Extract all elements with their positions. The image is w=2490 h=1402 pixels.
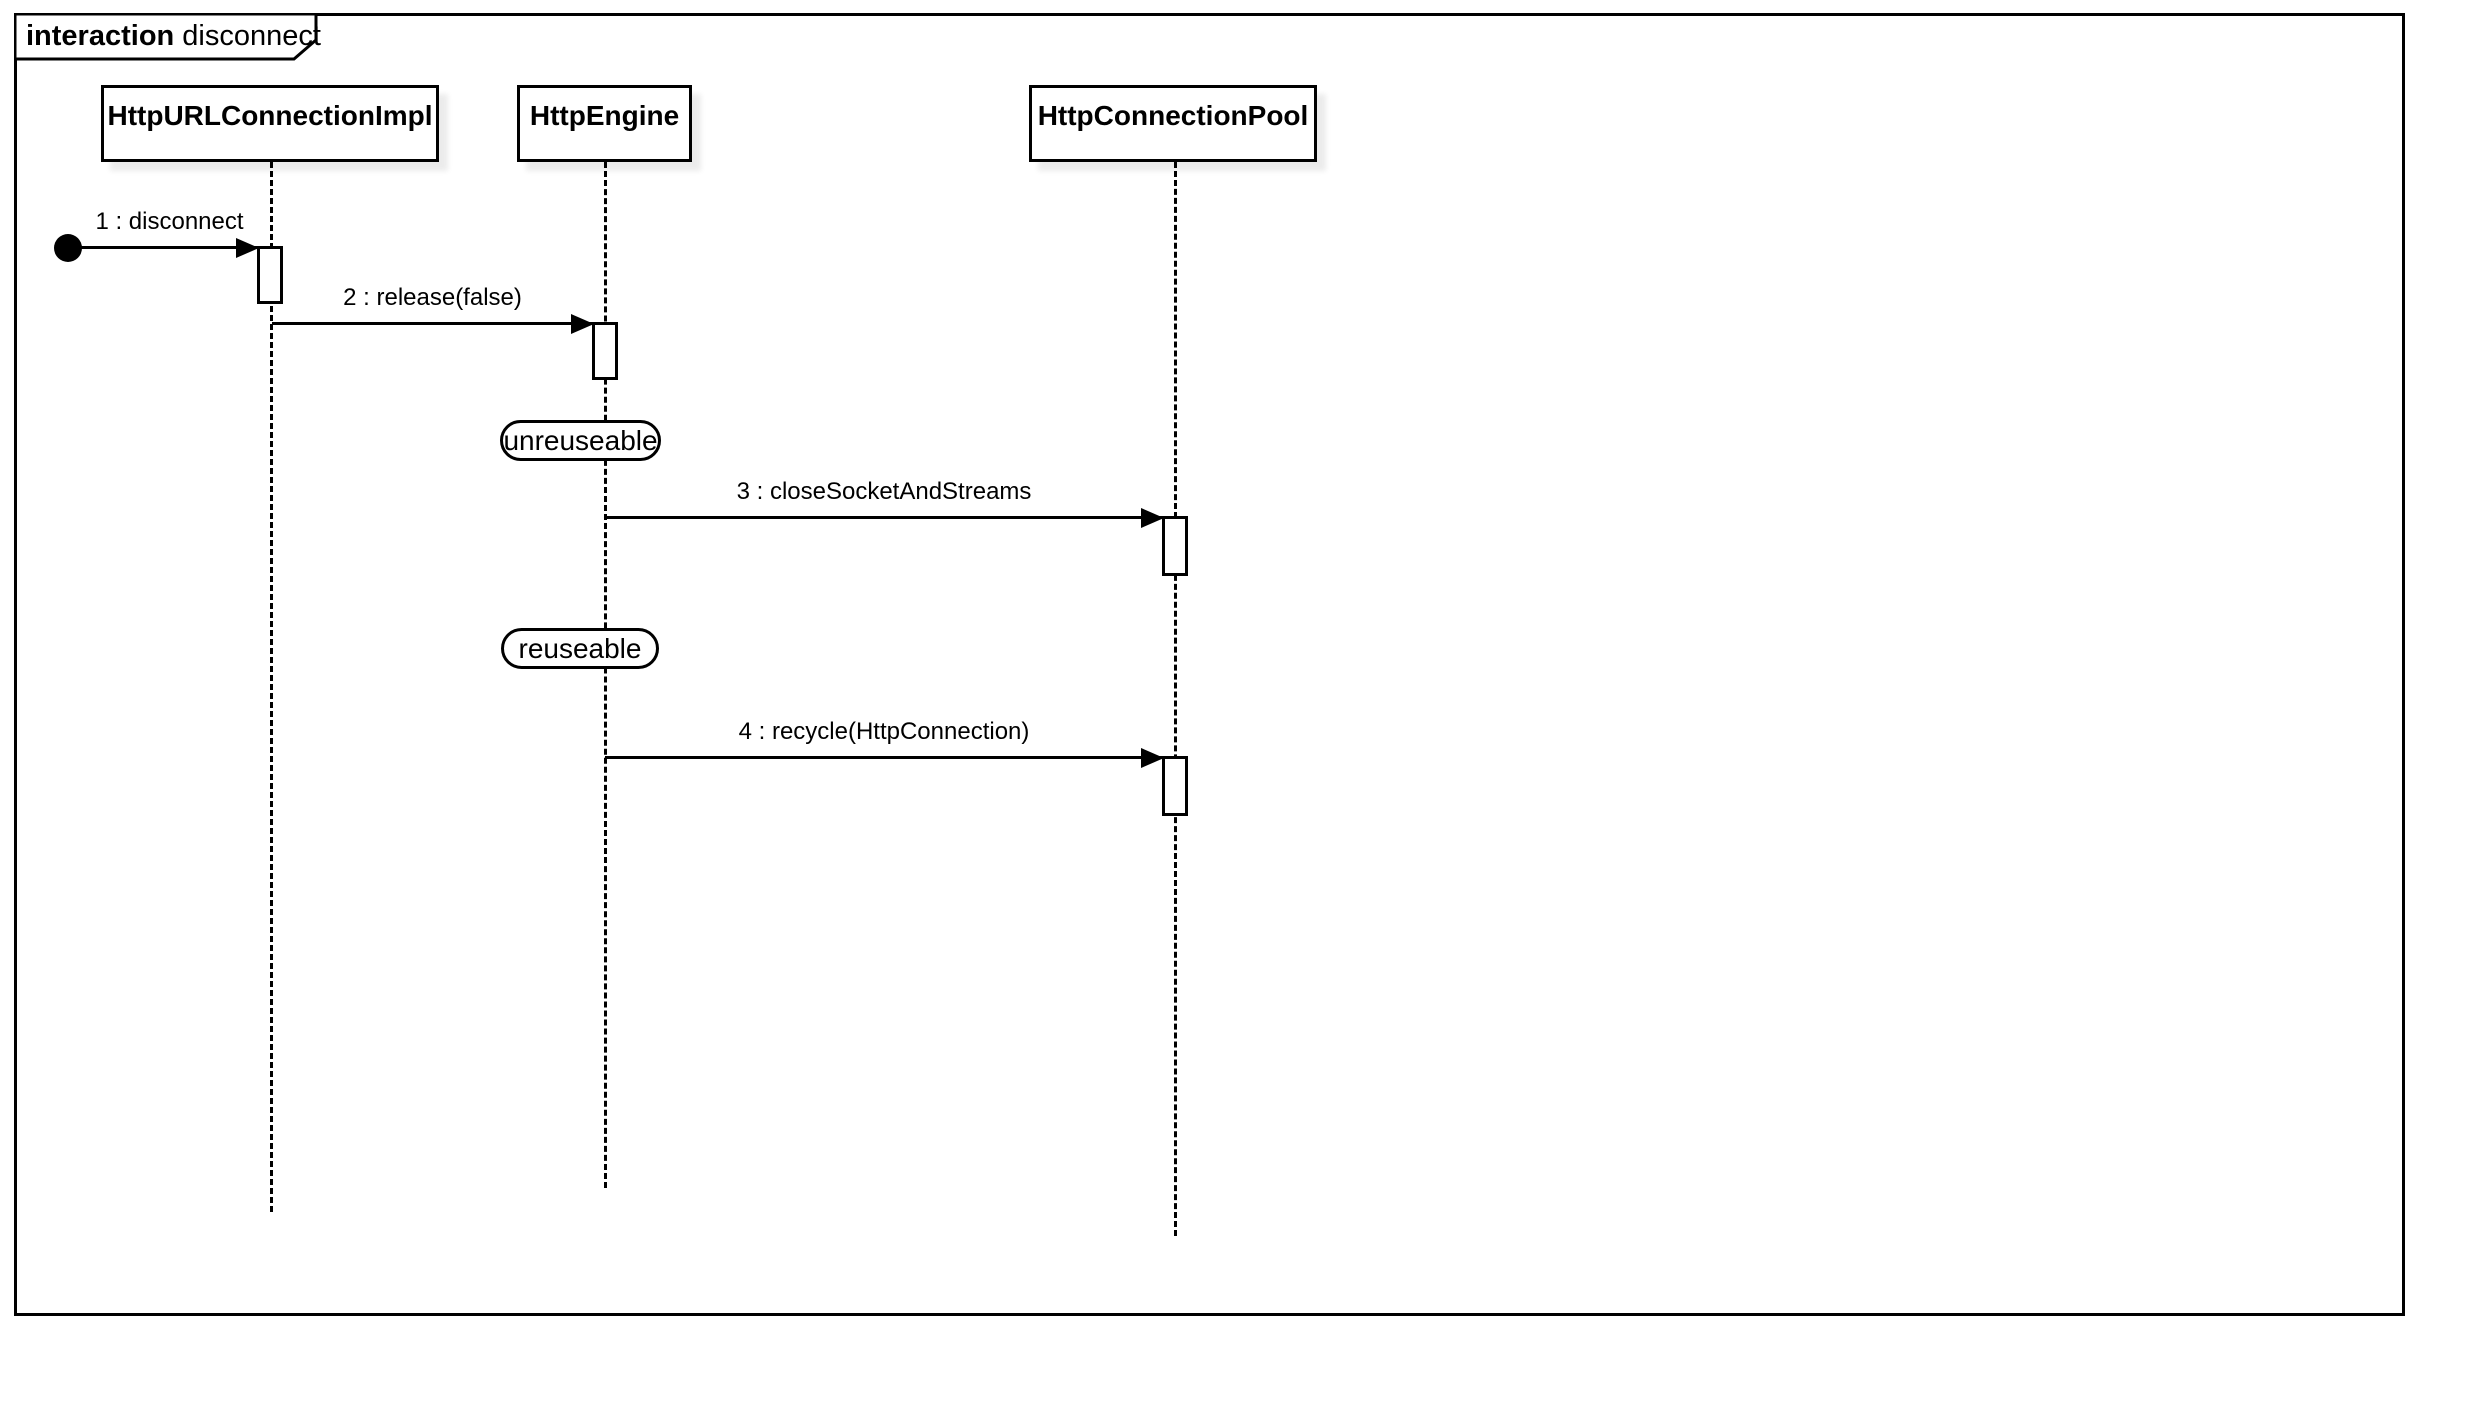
frame-title-tab-shape — [15, 14, 318, 61]
message-label: 3 : closeSocketAndStreams — [736, 478, 1032, 505]
lifeline-name: HttpConnectionPool — [1037, 100, 1309, 131]
activation-bar — [1162, 756, 1188, 816]
initial-node-icon — [54, 234, 82, 262]
message-4-recycle: 4 : recycle(HttpConnection) — [605, 713, 1164, 768]
arrowhead-icon — [1141, 748, 1164, 768]
message-line — [605, 756, 1163, 759]
message-2-release: 2 : release(false) — [272, 279, 594, 334]
lifeline-http-engine — [604, 162, 607, 1188]
state-label-text: unreuseable — [503, 424, 658, 456]
message-3-close-socket-and-streams: 3 : closeSocketAndStreams — [605, 473, 1164, 528]
message-label: 2 : release(false) — [343, 284, 522, 311]
message-label: 4 : recycle(HttpConnection) — [738, 718, 1030, 745]
state-label-unreuseable: unreuseable — [500, 420, 661, 461]
message-label: 1 : disconnect — [95, 208, 244, 235]
activation-bar — [592, 322, 618, 380]
lifeline-name: HttpURLConnectionImpl — [107, 100, 433, 131]
frame-title: interaction disconnect — [26, 15, 321, 57]
lifeline-head-http-engine: HttpEngine — [517, 85, 692, 162]
activation-bar — [1162, 516, 1188, 576]
lifeline-head-http-url-connection-impl: HttpURLConnectionImpl — [101, 85, 439, 162]
frame-keyword: interaction — [26, 19, 175, 52]
arrowhead-icon — [571, 314, 594, 334]
activation-bar — [257, 246, 283, 304]
state-label-text: reuseable — [518, 632, 642, 664]
interaction-frame — [14, 13, 2405, 1316]
message-line — [605, 516, 1163, 519]
message-line — [81, 246, 258, 249]
lifeline-http-connection-pool — [1174, 162, 1177, 1236]
lifeline-head-http-connection-pool: HttpConnectionPool — [1029, 85, 1317, 162]
message-line — [272, 322, 593, 325]
arrowhead-icon — [236, 238, 259, 258]
lifeline-http-url-connection-impl — [270, 162, 273, 1212]
state-label-reuseable: reuseable — [501, 628, 659, 669]
arrowhead-icon — [1141, 508, 1164, 528]
message-1-disconnect: 1 : disconnect — [81, 203, 259, 258]
frame-name: disconnect — [182, 19, 321, 52]
lifeline-name: HttpEngine — [529, 100, 680, 131]
